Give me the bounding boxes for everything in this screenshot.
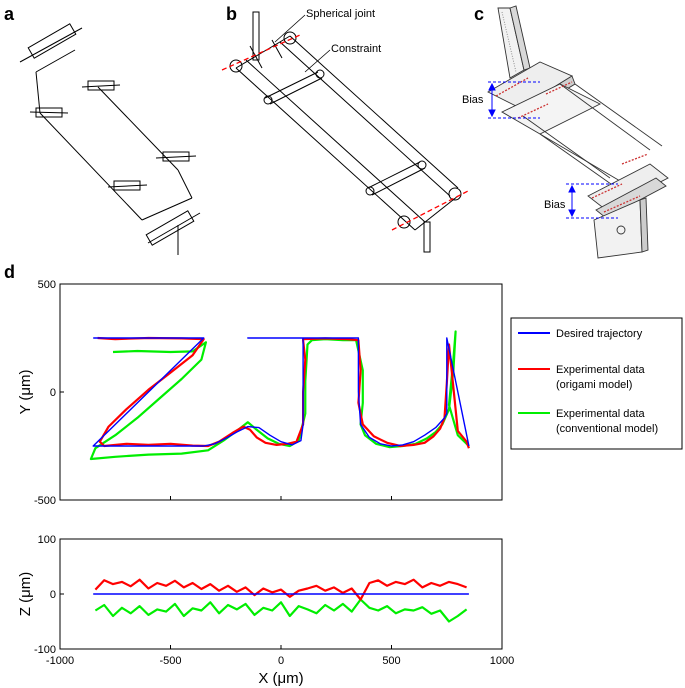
panel-b-annotation-lines [274,14,331,73]
chart-xy-ytick-label: -500 [34,495,56,507]
legend-frame [510,317,683,450]
panel-label-d: d [4,262,15,282]
panel-label-c: c [474,4,484,24]
legend: Desired trajectory Experimental data (or… [510,317,683,450]
chart-z-series-origami [94,578,467,601]
chart-z-xlabel: X (μm) [258,670,303,687]
chart-z-xtick-label: 1000 [490,655,514,667]
chart-xy-ticks: 500 0 -500 [34,279,503,507]
chart-z-ytick-label: -100 [34,644,56,656]
constraint-label: Constraint [331,43,381,55]
bottom-post [423,221,431,253]
spherical-joint-label: Spherical joint [306,8,375,20]
chart-xy-ytick-label: 500 [38,279,56,291]
panel-c-springs [495,77,649,213]
chart-xy-series-origami [97,336,470,449]
chart-xy-ytick-label: 0 [50,387,56,399]
chart-xy-series-desired [92,337,470,447]
chart-z-ytick-label: 100 [38,534,56,546]
right-hinge-lower [162,151,190,162]
legend-label-conventional-2: (conventional model) [556,423,658,435]
chart-z-xtick-label: 500 [382,655,400,667]
chart-z-ytick-label: 0 [50,589,56,601]
bottom-joint-block [145,210,195,246]
panel-b-linkage [229,11,462,253]
legend-label-desired: Desired trajectory [556,328,643,340]
chart-xy: 500 0 -500 Y (μm) [17,279,503,507]
top-post [252,11,260,61]
legend-label-origami-1: Experimental data [556,364,646,376]
panel-c-origami [487,5,669,259]
chart-xy-series-conventional [89,330,470,461]
chart-z-xtick-label: 0 [278,655,284,667]
legend-label-origami-2: (origami model) [556,379,632,391]
chart-xy-ylabel: Y (μm) [17,369,34,414]
bias-label-top: Bias [462,94,484,106]
left-hinge-lower [113,180,141,191]
bias-label-bottom: Bias [544,199,566,211]
left-hinge-upper [35,107,63,118]
legend-label-conventional-1: Experimental data [556,408,646,420]
chart-xy-series [89,330,470,461]
right-hinge-upper [87,80,115,91]
chart-z-xtick-label: -500 [159,655,181,667]
chart-z-xtick-label: -1000 [46,655,74,667]
panel-a-schematic [19,23,201,255]
chart-xy-frame [59,283,503,501]
panel-b-axes [221,34,471,231]
panel-label-b: b [226,4,237,24]
top-joint-block [27,23,77,59]
chart-z-series [93,578,469,623]
chart-z-series-conventional [94,598,468,623]
panel-c-bias-arrows [488,81,618,219]
panel-label-a: a [4,4,15,24]
chart-z-ylabel: Z (μm) [17,572,34,616]
